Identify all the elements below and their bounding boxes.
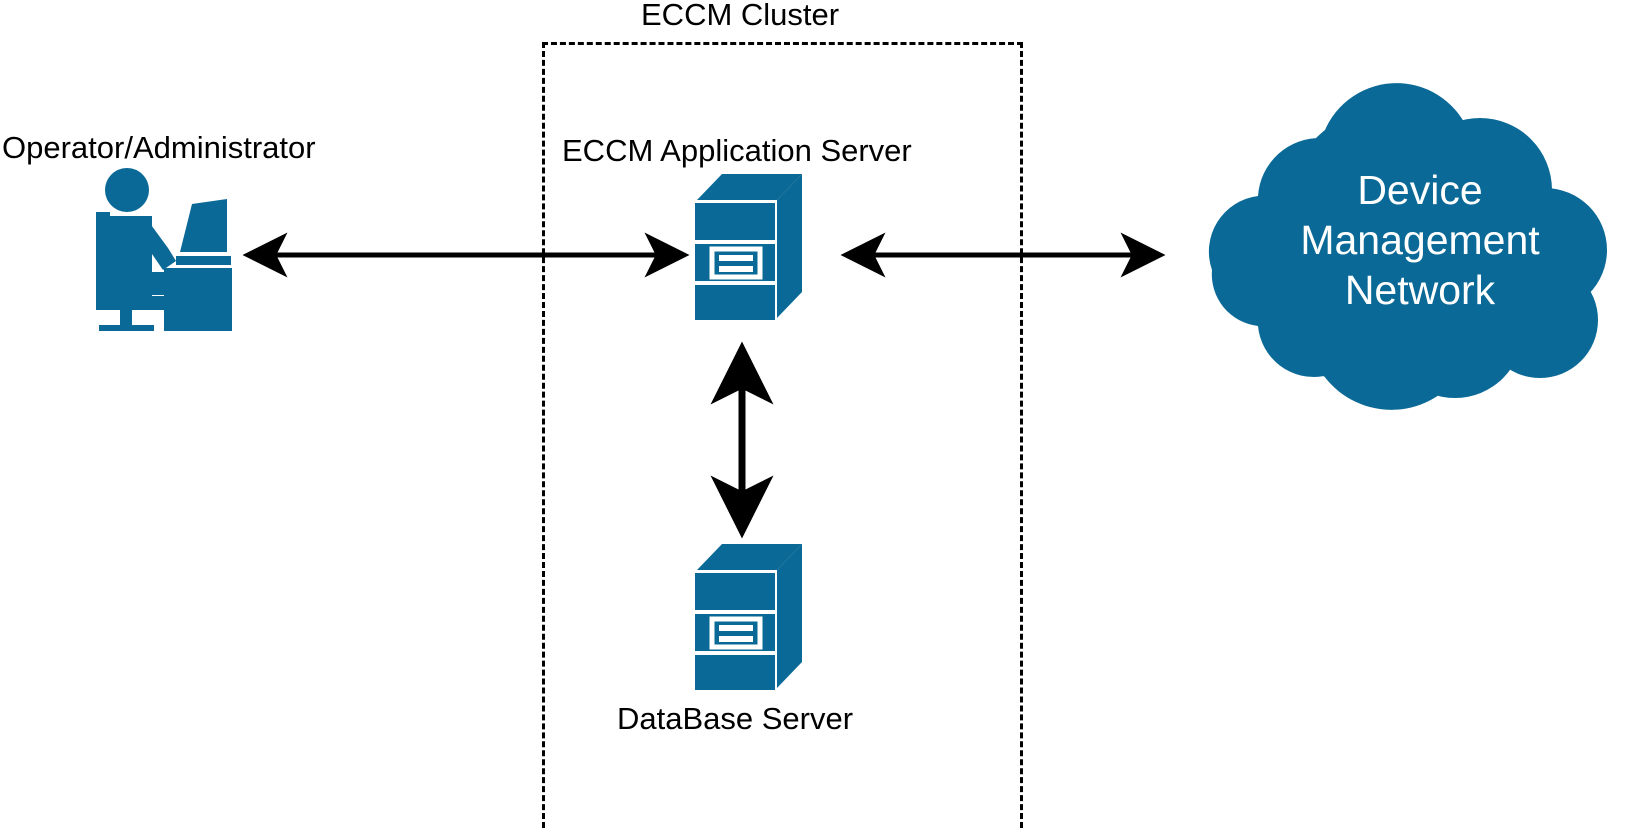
app-server-label: ECCM Application Server bbox=[562, 133, 912, 168]
device-network-label-line-1: Device bbox=[1357, 167, 1483, 213]
device-network-label-line-2: Management bbox=[1300, 217, 1540, 264]
cluster-title: ECCM Cluster bbox=[641, 0, 840, 32]
device-network-label-line-3: Network bbox=[1344, 267, 1496, 314]
db-server-icon bbox=[695, 544, 802, 690]
cloud-icon bbox=[1208, 83, 1607, 410]
app-server-icon bbox=[695, 174, 802, 320]
device-network-label: Device Management Network bbox=[1260, 165, 1580, 315]
operator-label: Operator/Administrator bbox=[2, 130, 316, 165]
db-server-label: DataBase Server bbox=[617, 701, 854, 736]
eccm-cluster-boundary bbox=[542, 42, 1023, 828]
operator-at-desk-icon bbox=[96, 168, 232, 331]
